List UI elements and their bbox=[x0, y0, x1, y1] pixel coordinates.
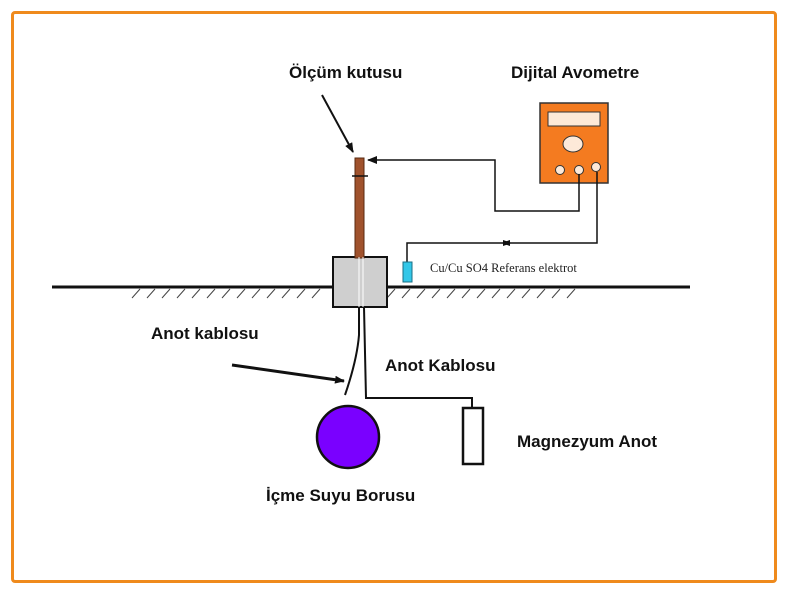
anode-cable-to-anode bbox=[363, 306, 473, 410]
ground-hatch-mark bbox=[521, 288, 531, 299]
digital-multimeter bbox=[539, 102, 609, 184]
ground-hatch-mark bbox=[551, 288, 561, 299]
ground-hatch-mark bbox=[236, 288, 246, 299]
diagram-frame bbox=[11, 11, 777, 583]
label-anot-kablosu-left: Anot kablosu bbox=[151, 324, 259, 343]
multimeter-to-post-wire bbox=[367, 156, 580, 212]
ground-hatch-mark bbox=[446, 288, 456, 299]
magnesium-anode bbox=[461, 406, 485, 466]
anode-cable-to-pipe bbox=[344, 307, 360, 396]
label-magnezyum-anot: Magnezyum Anot bbox=[517, 432, 657, 451]
reference-electrode bbox=[402, 261, 413, 283]
multimeter-dial bbox=[562, 135, 584, 153]
multimeter-display bbox=[547, 111, 601, 127]
label-referans-elektrot: Cu/Cu SO4 Referans elektrot bbox=[430, 261, 577, 275]
measurement-box bbox=[332, 256, 388, 308]
drinking-water-pipe bbox=[315, 404, 381, 470]
ground-hatch-mark bbox=[176, 288, 186, 299]
ground-hatch-mark bbox=[461, 288, 471, 299]
label-icme-suyu-borusu: İçme Suyu Borusu bbox=[266, 486, 415, 505]
ground-hatch-mark bbox=[296, 288, 306, 299]
ground-hatch-mark bbox=[311, 288, 321, 299]
ground-hatch-mark bbox=[221, 288, 231, 299]
ground-hatch-mark bbox=[536, 288, 546, 299]
ground-hatch-mark bbox=[191, 288, 201, 299]
ground-hatch-mark bbox=[281, 288, 291, 299]
ground-hatch-mark bbox=[386, 288, 396, 299]
multimeter-to-electrode-wire bbox=[406, 172, 598, 262]
ground-hatch-mark bbox=[251, 288, 261, 299]
test-post bbox=[352, 157, 368, 307]
multimeter-terminal bbox=[591, 162, 601, 172]
ground-hatch-mark bbox=[131, 288, 141, 299]
multimeter-terminal bbox=[555, 165, 565, 175]
ground-hatch-mark bbox=[146, 288, 156, 299]
ground-hatch-mark bbox=[161, 288, 171, 299]
ground-hatch-mark bbox=[206, 288, 216, 299]
ground-hatch-mark bbox=[416, 288, 426, 299]
ground-hatch-mark bbox=[266, 288, 276, 299]
ground-hatch-mark bbox=[401, 288, 411, 299]
wire-arrow-icon bbox=[501, 240, 510, 246]
olcum-kutusu-pointer bbox=[321, 94, 354, 153]
label-olcum-kutusu: Ölçüm kutusu bbox=[289, 63, 402, 82]
ground-hatch-mark bbox=[506, 288, 516, 299]
multimeter-terminal bbox=[574, 165, 584, 175]
label-anot-kablosu-right: Anot Kablosu bbox=[385, 356, 496, 375]
ground-hatch-mark bbox=[491, 288, 501, 299]
ground-hatch-mark bbox=[476, 288, 486, 299]
anot-kablosu-pointer bbox=[231, 363, 345, 384]
label-dijital-avometre: Dijital Avometre bbox=[511, 63, 639, 82]
ground-hatch-mark bbox=[431, 288, 441, 299]
ground-hatch-mark bbox=[566, 288, 576, 299]
